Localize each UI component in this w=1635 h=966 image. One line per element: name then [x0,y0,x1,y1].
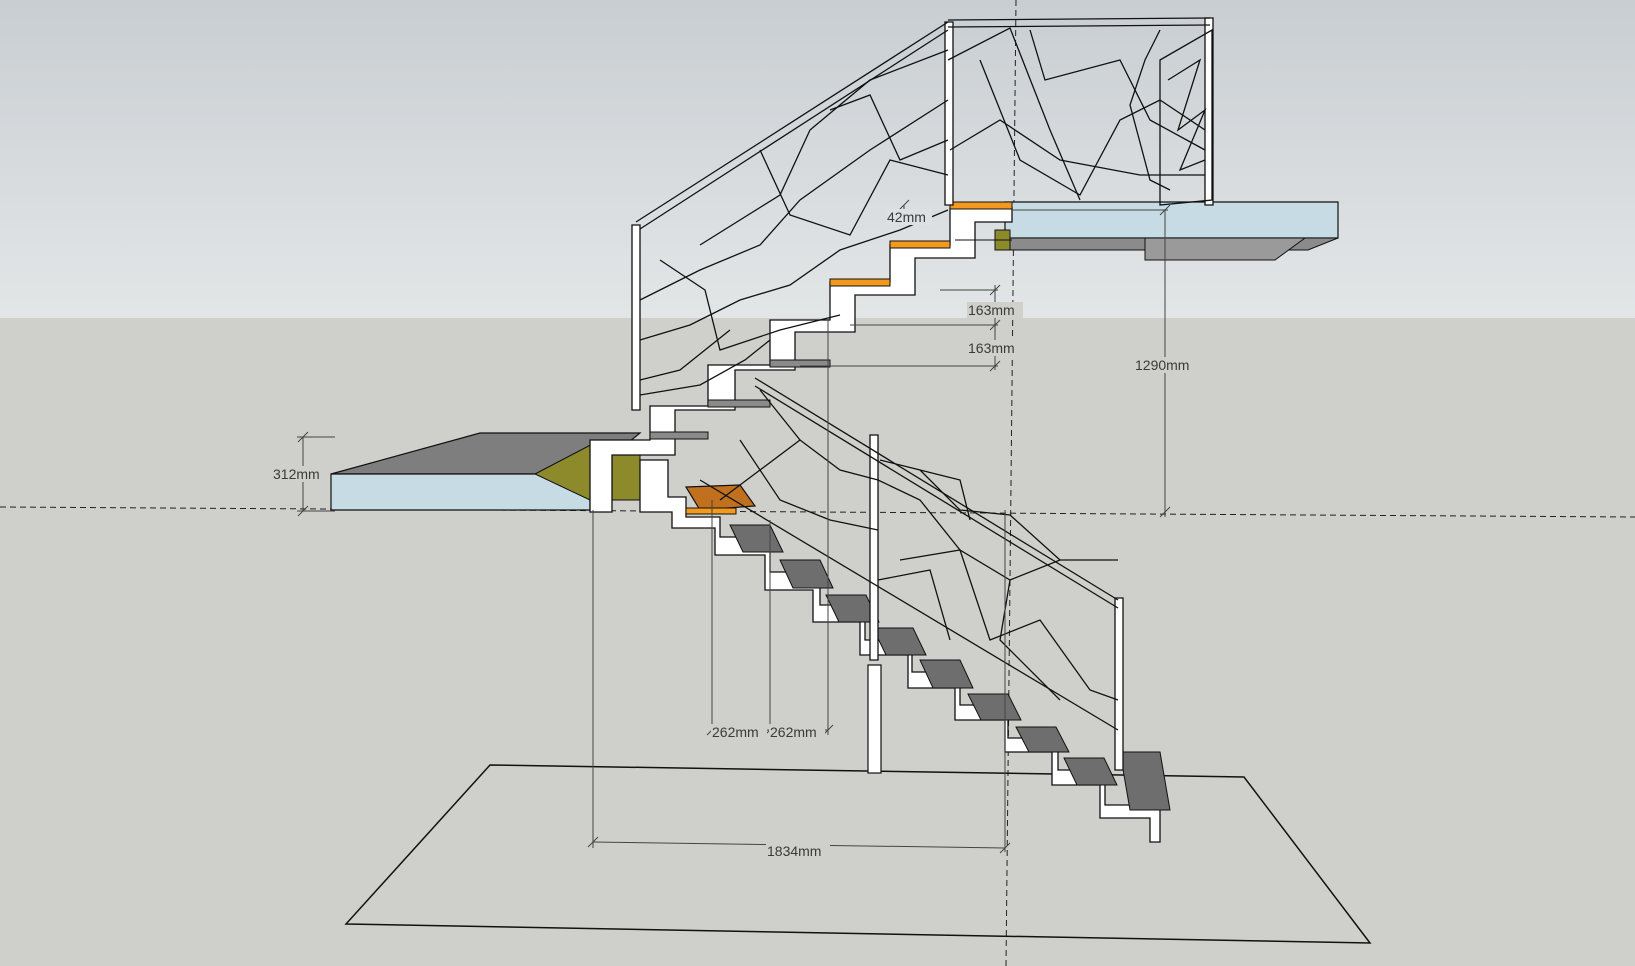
handrail [639,339,771,396]
support-post [867,664,882,774]
dim-label-163-b: 163mm [968,340,1015,356]
dim-label-1834: 1834mm [767,843,821,859]
tread-highlight [889,240,951,249]
ground-plane [0,318,1635,966]
dim-label-1290: 1290mm [1135,357,1189,373]
dim-label-42: 42mm [887,209,926,225]
dim-label-262-b: 262mm [770,724,817,740]
dimension-labels: 42mm 163mm 163mm 1290mm 312mm 262mm 262m… [272,209,1198,859]
sky [0,0,1635,318]
horizontal-axis-dashed [0,506,1635,518]
floor-outline [344,764,1372,944]
tread-highlight [685,507,737,515]
tread-highlight [949,201,1013,210]
tread-highlight [829,278,891,287]
selected-tread[interactable] [684,484,757,511]
dim-label-163-a: 163mm [968,302,1015,318]
upper-balustrade [631,17,1214,411]
vertical-axis-dashed [1005,0,1017,966]
dim-label-262-a: 262mm [712,724,759,740]
dim-label-312: 312mm [273,466,320,482]
upper-landing-slab [994,201,1339,261]
